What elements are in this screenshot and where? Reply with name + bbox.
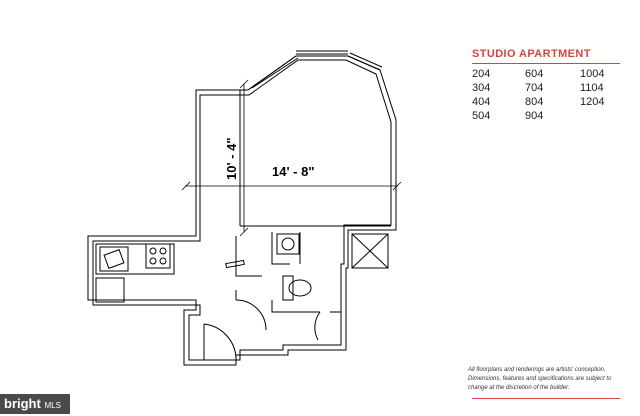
unit-number: 404 xyxy=(472,96,491,108)
shower-icon xyxy=(351,233,389,269)
unit-number: 204 xyxy=(472,68,491,80)
unit-number: 1204 xyxy=(580,96,605,108)
unit-number: 604 xyxy=(525,68,544,80)
unit-number: 1004 xyxy=(580,68,605,80)
dimension-lines xyxy=(181,79,402,237)
unit-number: 1104 xyxy=(580,82,604,94)
toilet-tank-icon xyxy=(282,275,294,301)
closet-door-swing xyxy=(235,299,267,331)
watermark-brand: bright xyxy=(4,396,41,411)
exterior-walls xyxy=(87,55,397,366)
unit-number: 704 xyxy=(525,82,544,94)
toilet-icon xyxy=(288,279,312,297)
width-dimension-label: 14' - 8" xyxy=(272,164,315,179)
depth-dimension-label: 10' - 4" xyxy=(224,138,239,181)
fridge-icon xyxy=(95,277,125,303)
footer-divider xyxy=(472,398,620,399)
unit-number-list: 204 604 1004 304 704 1104 404 804 1204 5… xyxy=(472,68,630,122)
unit-number: 804 xyxy=(525,96,544,108)
vanity-icon xyxy=(276,233,300,255)
sink-icon xyxy=(99,246,129,272)
window-bay xyxy=(247,50,383,91)
unit-number xyxy=(580,110,630,122)
unit-type-title: STUDIO APARTMENT xyxy=(472,48,591,60)
cooktop-icon xyxy=(145,243,171,269)
entry-door xyxy=(203,323,237,360)
mls-watermark: bright MLS xyxy=(0,394,70,414)
title-divider xyxy=(472,63,620,64)
unit-number: 304 xyxy=(472,82,491,94)
unit-number: 504 xyxy=(472,110,491,122)
bath-door-swing xyxy=(314,311,321,341)
watermark-suffix: MLS xyxy=(44,401,61,410)
bathroom xyxy=(271,232,389,341)
unit-number: 904 xyxy=(525,110,544,122)
kitchen xyxy=(95,243,175,303)
closet xyxy=(225,236,267,331)
disclaimer-text: All floorplans and renderings are artist… xyxy=(468,367,612,391)
